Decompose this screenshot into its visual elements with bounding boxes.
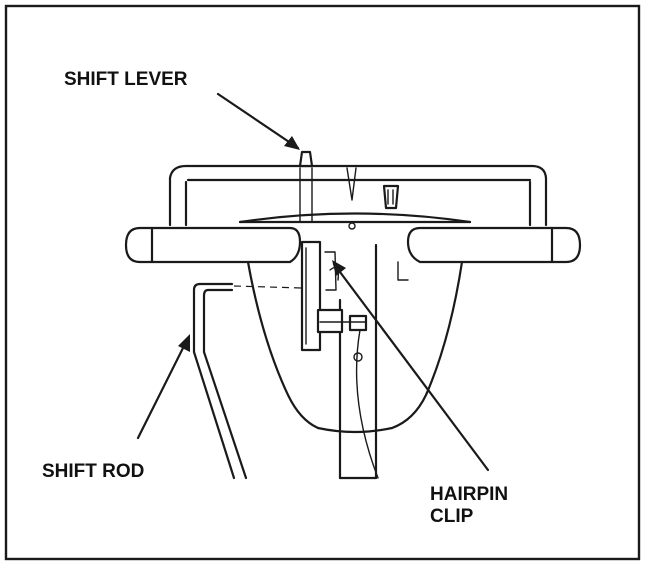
control-cable bbox=[355, 329, 379, 479]
right-grip bbox=[397, 226, 582, 281]
shift-rod bbox=[192, 282, 303, 480]
shift-rod-arrow bbox=[136, 334, 190, 440]
shift-lever-arrow bbox=[216, 92, 300, 150]
shift-lever-label: SHIFT LEVER bbox=[64, 69, 188, 90]
left-grip bbox=[124, 226, 302, 264]
shift-bracket bbox=[300, 240, 368, 362]
diagram-frame bbox=[4, 4, 641, 561]
hairpin-clip-arrow bbox=[332, 260, 490, 472]
machine-housing bbox=[246, 260, 464, 434]
upper-console bbox=[238, 167, 472, 230]
hairpin-clip-label-line1: HAIRPIN bbox=[430, 484, 508, 505]
handlebar-frame bbox=[168, 150, 548, 227]
hairpin-clip-label-line2: CLIP bbox=[430, 506, 474, 527]
shift-rod-label: SHIFT ROD bbox=[42, 461, 144, 482]
